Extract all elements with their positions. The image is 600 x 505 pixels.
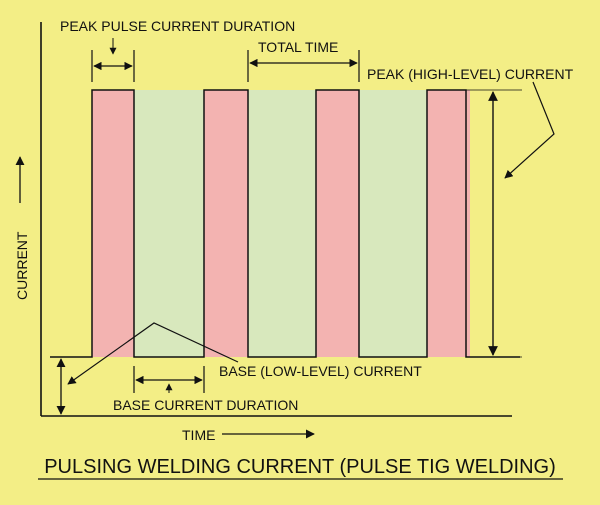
peak-pulse-1 — [92, 90, 134, 357]
peak-current-leader — [504, 81, 555, 179]
y-axis-label: CURRENT — [14, 231, 30, 300]
peak-pulse-3 — [316, 90, 359, 357]
diagram-title: PULSING WELDING CURRENT (PULSE TIG WELDI… — [44, 456, 556, 478]
base-current-leader — [67, 322, 239, 385]
base-period-2 — [248, 90, 316, 357]
peak-pulse-4 — [427, 90, 470, 357]
base-current-duration-label: BASE CURRENT DURATION — [113, 397, 298, 413]
pulse-waveform — [50, 89, 520, 358]
peak-current-label: PEAK (HIGH-LEVEL) CURRENT — [367, 66, 574, 82]
peak-pulse-2 — [204, 90, 248, 357]
x-axis-label: TIME — [182, 427, 215, 443]
base-period-1 — [134, 90, 204, 357]
base-period-3 — [359, 90, 427, 357]
peak-pulse-duration-label: PEAK PULSE CURRENT DURATION — [60, 18, 295, 34]
total-time-label: TOTAL TIME — [258, 39, 338, 55]
base-current-label: BASE (LOW-LEVEL) CURRENT — [219, 363, 422, 379]
